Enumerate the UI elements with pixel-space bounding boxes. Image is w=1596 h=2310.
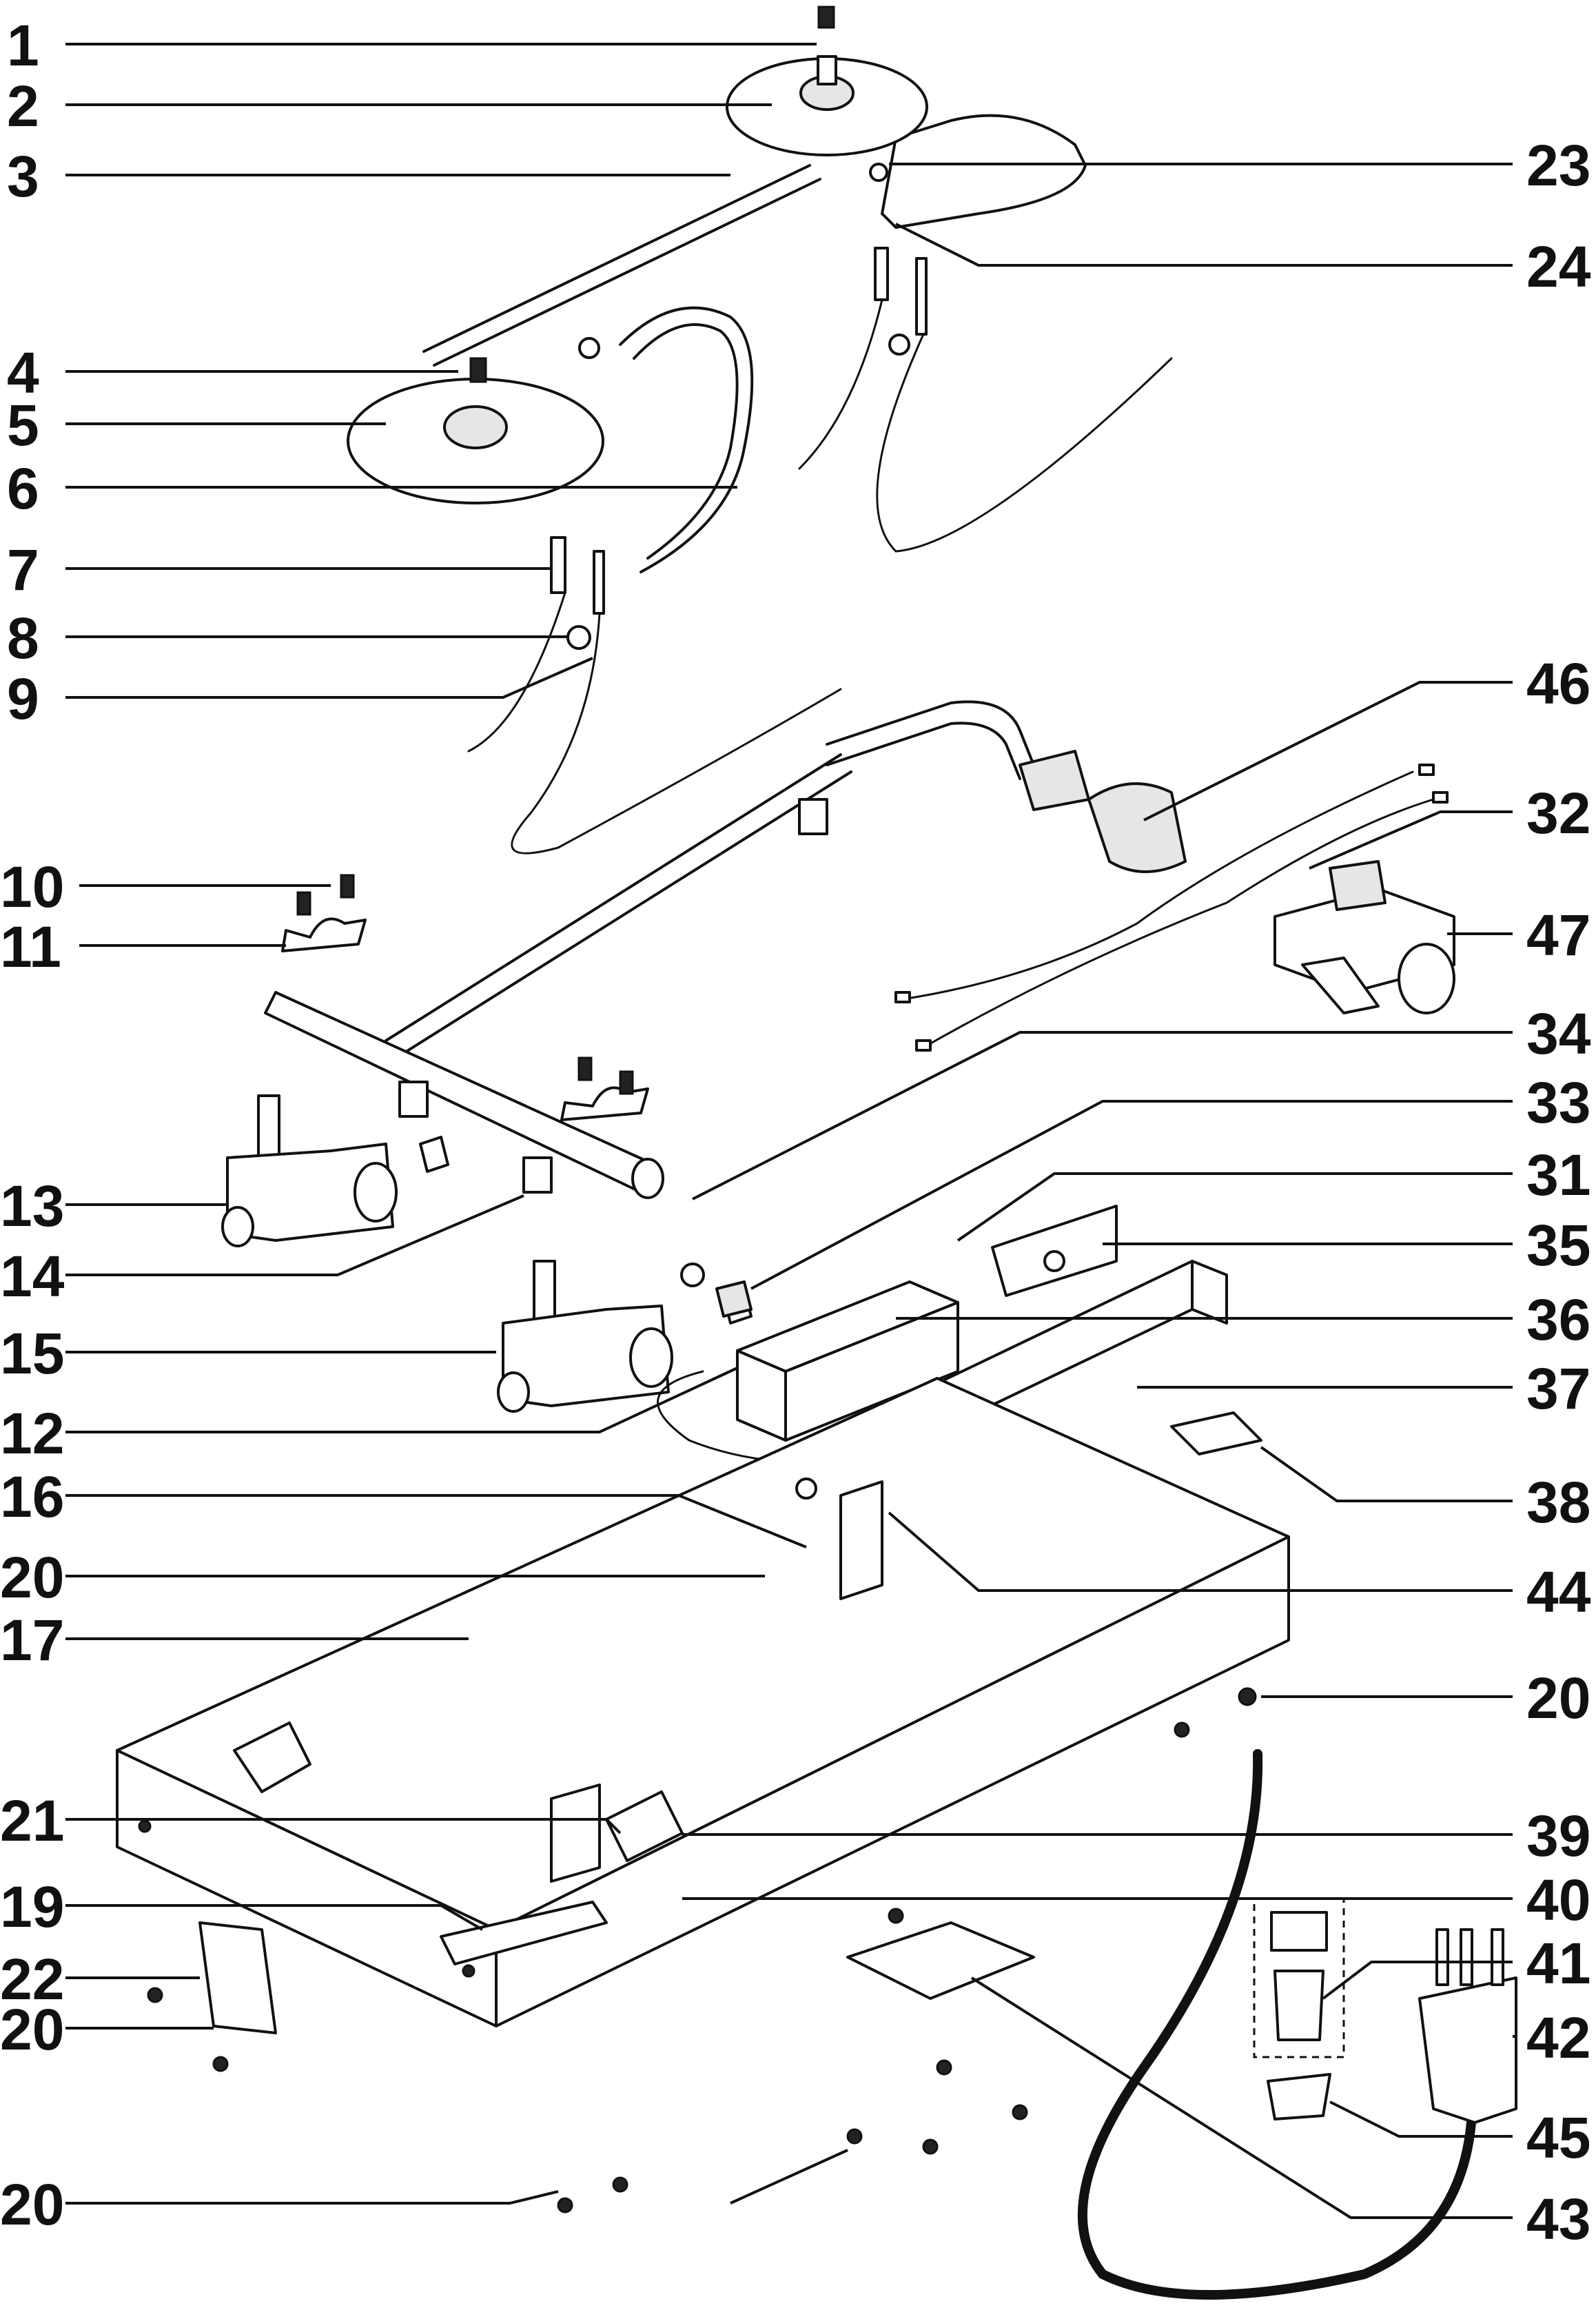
callout-17: 17 xyxy=(0,1608,64,1673)
plate-38 xyxy=(1170,1411,1262,1455)
callout-20: 20 xyxy=(0,1545,64,1610)
callout-16: 16 xyxy=(0,1464,64,1529)
plug-body xyxy=(1418,1976,1517,2124)
heat-shield xyxy=(440,1901,608,1965)
callout-33: 33 xyxy=(1526,1070,1590,1135)
callout-11: 11 xyxy=(0,914,61,979)
gas-valve-lower xyxy=(497,1260,753,1413)
callout-31: 31 xyxy=(1526,1143,1590,1207)
upper-burner-assembly xyxy=(422,6,1087,367)
fitting-34 xyxy=(715,1280,753,1318)
callout-8: 8 xyxy=(7,606,39,671)
gas-valve-upper xyxy=(221,1094,449,1247)
callout-37: 37 xyxy=(1526,1356,1590,1421)
orifice-top xyxy=(817,6,835,29)
flare-fitting xyxy=(1087,782,1187,873)
callout-21: 21 xyxy=(0,1788,64,1853)
callout-1: 1 xyxy=(7,13,39,78)
callout-34: 34 xyxy=(1526,1001,1591,1066)
manifold-tube xyxy=(264,700,1187,1199)
callout-2: 2 xyxy=(7,74,39,139)
callout-22: 22 xyxy=(0,1947,64,2012)
callout-24: 24 xyxy=(1526,234,1591,299)
callout-36: 36 xyxy=(1526,1287,1590,1352)
parts-drawing xyxy=(116,6,1517,2300)
callout-39: 39 xyxy=(1526,1803,1590,1868)
callout-4: 4 xyxy=(7,340,39,405)
power-cord-assembly xyxy=(1077,1749,1517,2300)
callout-44: 44 xyxy=(1526,1560,1591,1624)
callout-13: 13 xyxy=(0,1174,64,1238)
callout-9: 9 xyxy=(7,666,39,731)
mount-bracket xyxy=(839,1480,883,1600)
callout-12: 12 xyxy=(0,1401,64,1466)
callout-40: 40 xyxy=(1526,1868,1590,1932)
electrode-leads xyxy=(467,247,1173,855)
callout-23: 23 xyxy=(1526,133,1590,198)
pressure-regulator xyxy=(1273,860,1455,1014)
switches xyxy=(233,1411,1262,1883)
upper-burner-tube xyxy=(422,164,811,353)
callout-19: 19 xyxy=(0,1874,64,1939)
callout-14: 14 xyxy=(0,1244,65,1309)
callout-6: 6 xyxy=(7,456,39,521)
pipe-clamps xyxy=(281,874,649,1121)
small-parts xyxy=(147,1687,1257,2214)
callout-42: 42 xyxy=(1526,2005,1590,2070)
lock-nut xyxy=(1267,2073,1331,2120)
callout-15: 15 xyxy=(0,1321,64,1386)
callout-3: 3 xyxy=(7,144,39,209)
callout-7: 7 xyxy=(7,538,39,602)
callout-41: 41 xyxy=(1526,1931,1590,1996)
o-ring xyxy=(869,163,888,182)
callout-20: 20 xyxy=(1526,1666,1590,1730)
callout-43: 43 xyxy=(1526,2187,1590,2251)
callout-47: 47 xyxy=(1526,903,1590,968)
lower-burner-assembly xyxy=(347,306,754,573)
callout-46: 46 xyxy=(1526,651,1590,716)
orifice xyxy=(469,357,487,383)
callout-45: 45 xyxy=(1526,2105,1590,2170)
housing xyxy=(116,1377,1290,2027)
callout-38: 38 xyxy=(1526,1470,1590,1535)
wiring-harness xyxy=(894,764,1449,1052)
callout-5: 5 xyxy=(7,393,39,458)
leader-lines xyxy=(65,43,1516,2219)
callout-labels: 1 2 3 4 5 6 7 8 9 10 11 13 14 15 12 16 2… xyxy=(0,13,1591,2251)
gasket-43 xyxy=(846,1921,1035,2000)
callout-32: 32 xyxy=(1526,781,1590,846)
callout-20: 20 xyxy=(0,2172,64,2237)
callout-35: 35 xyxy=(1526,1213,1590,1278)
callout-20: 20 xyxy=(0,1997,64,2062)
callout-10: 10 xyxy=(0,855,64,919)
